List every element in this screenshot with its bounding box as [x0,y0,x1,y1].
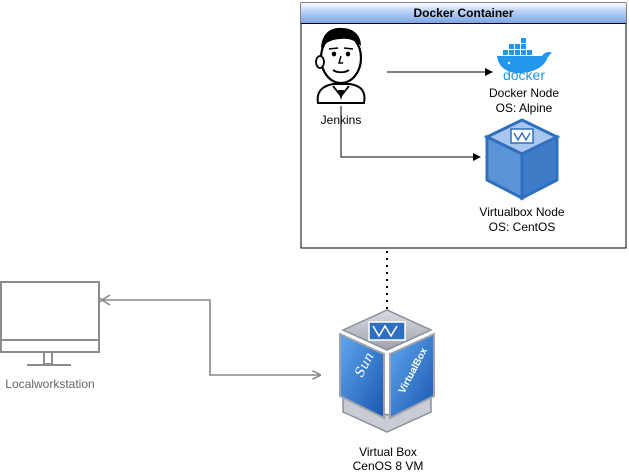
workstation-arrowhead [100,294,111,306]
virtualbox-cube-icon [483,118,561,201]
jenkins-label: Jenkins [320,113,362,127]
docker-whale-icon [497,38,552,73]
host-vm-os-label: CenOS 8 VM [352,459,424,473]
jenkins-butler-icon [315,27,366,104]
virtualbox-node-os-label: OS: CentOS [488,220,556,234]
virtualbox-logo-icon: Sun VirtualBox [339,309,435,433]
host-vm-label: Virtual Box [359,445,417,459]
vm-to-workstation-connector [102,300,320,375]
docker-logo-text: docker [503,67,545,83]
jenkins-to-virtualbox-connector [340,106,481,161]
workstation-label: Localworkstation [5,377,95,391]
virtualbox-node-label: Virtualbox Node [479,205,565,219]
docker-container-title: Docker Container [301,3,626,24]
docker-node-os-label: OS: Alpine [495,101,553,115]
monitor-icon [0,281,100,366]
docker-node-label: Docker Node [488,86,560,100]
